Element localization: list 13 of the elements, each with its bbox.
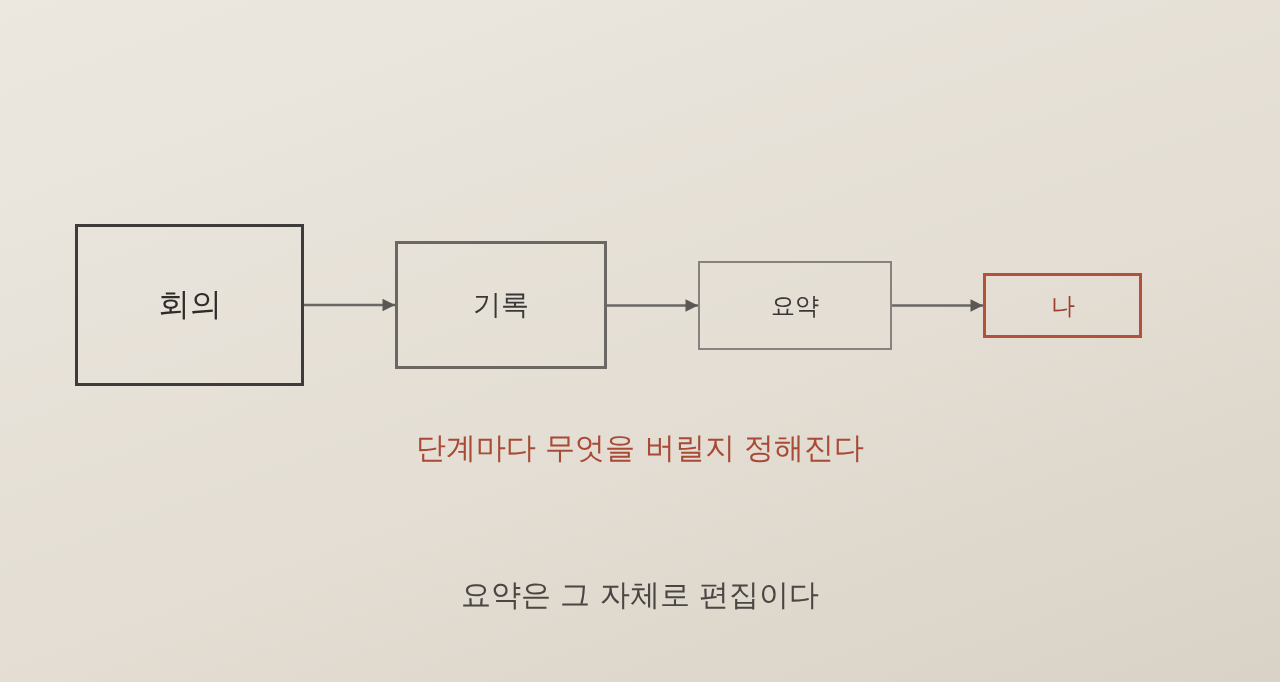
conclusion-text: 요약은 그 자체로 편집이다 xyxy=(460,577,820,612)
process-box xyxy=(395,241,607,369)
box-label: 나 xyxy=(1050,290,1075,322)
arrow xyxy=(607,299,698,312)
box-label: 요약 xyxy=(771,290,819,322)
process-box xyxy=(983,273,1142,338)
arrow xyxy=(892,299,983,312)
box-label: 회의 xyxy=(157,284,222,325)
process-box xyxy=(75,224,304,386)
box-label: 기록 xyxy=(473,287,529,323)
process-box xyxy=(698,261,892,350)
caption-text: 단계마다 무엇을 버릴지 정해진다 xyxy=(415,430,865,465)
arrow xyxy=(304,298,395,312)
